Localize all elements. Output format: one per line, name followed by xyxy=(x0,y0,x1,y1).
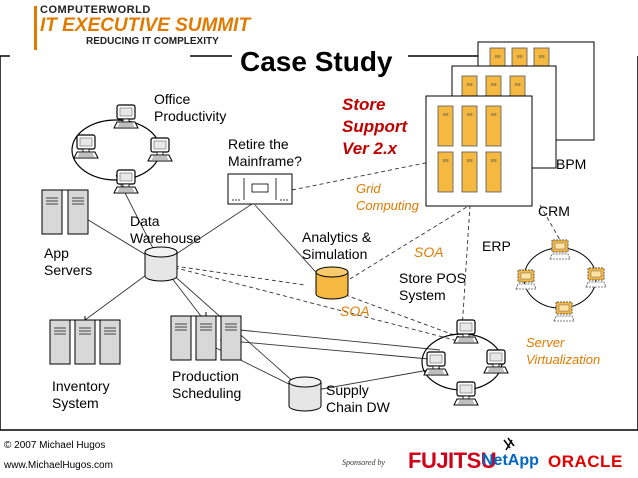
workstation-icon xyxy=(483,349,509,374)
label-soa-lower: SOA xyxy=(340,303,370,319)
header-tagline: REDUCING IT COMPLEXITY xyxy=(86,36,219,47)
label-retire-mainframe: Retire the Mainframe? xyxy=(228,136,302,169)
workstation-icon xyxy=(73,134,99,159)
slide-border xyxy=(0,56,638,431)
header-event-title: IT EXECUTIVE SUMMIT xyxy=(40,15,251,36)
virtual-server-icon xyxy=(585,267,607,288)
label-analytics-simulation: Analytics & Simulation xyxy=(302,229,372,262)
grid-computing-stack xyxy=(425,41,595,207)
inventory-server-tower-icon xyxy=(49,319,71,365)
workstation-icon xyxy=(453,319,479,344)
virtual-server-icon xyxy=(553,301,575,322)
slide-title: Case Study xyxy=(240,46,393,77)
workstation-icon xyxy=(453,381,479,406)
inventory-server-tower-icon xyxy=(99,319,121,365)
production-server-tower-icon xyxy=(195,315,217,361)
virtual-server-icon xyxy=(549,239,571,260)
label-erp: ERP xyxy=(482,238,511,254)
fujitsu-logo: FUJITSU xyxy=(408,448,497,473)
oracle-logo: ORACLE xyxy=(548,452,623,471)
label-store-support: Store Support Ver 2.x xyxy=(342,95,408,158)
label-office-productivity: Office Productivity xyxy=(154,91,227,124)
label-app-servers: App Servers xyxy=(44,245,93,278)
production-server-tower-icon xyxy=(220,315,242,361)
workstation-icon xyxy=(147,137,173,162)
label-data-warehouse: Data Warehouse xyxy=(130,213,202,246)
label-grid-computing: Grid Computing xyxy=(356,181,419,213)
inventory-server-tower-icon xyxy=(74,319,96,365)
label-server-virtualization: Server Virtualization xyxy=(526,335,601,367)
label-bpm: BPM xyxy=(556,156,587,172)
netapp-logo: NetApp xyxy=(482,452,539,469)
label-store-pos: Store POS System xyxy=(399,270,466,303)
app-server-tower-icon xyxy=(67,189,89,235)
supply-chain-db-icon xyxy=(288,376,322,412)
workstation-icon xyxy=(113,104,139,129)
netapp-logo-mark xyxy=(503,437,515,451)
virtual-server-icon xyxy=(515,269,537,290)
app-server-tower-icon xyxy=(41,189,63,235)
label-inventory-system: Inventory System xyxy=(52,378,110,411)
analytics-db-icon xyxy=(315,266,349,300)
workstation-icon xyxy=(113,169,139,194)
label-production-scheduling: Production Scheduling xyxy=(172,368,242,401)
label-crm: CRM xyxy=(538,203,570,219)
workstation-icon xyxy=(423,351,449,376)
label-supply-chain-dw: Supply Chain DW xyxy=(326,382,390,415)
mainframe-icon xyxy=(227,173,293,205)
footer-sponsored-by: Sponsored by xyxy=(342,458,386,467)
header-accent-bar xyxy=(34,6,37,50)
production-server-tower-icon xyxy=(170,315,192,361)
footer-website[interactable]: www.MichaelHugos.com xyxy=(4,460,113,471)
footer-copyright: © 2007 Michael Hugos xyxy=(4,440,106,451)
data-warehouse-db-icon xyxy=(144,246,178,282)
label-soa-upper: SOA xyxy=(414,244,444,260)
header-brand: COMPUTERWORLD xyxy=(40,4,151,16)
